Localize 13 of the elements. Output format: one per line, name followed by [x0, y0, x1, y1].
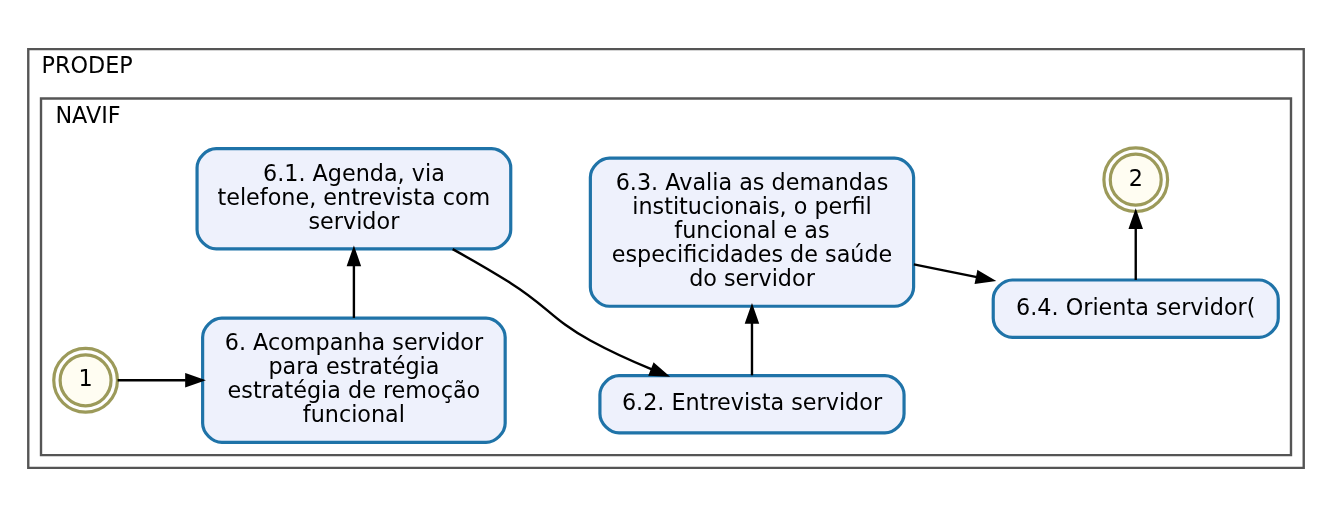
arrow: [117, 373, 206, 388]
node-box: 6.3. Avalia as demandas institucionais, o perfil funcional e as especificidades de saúde do servidor: [588, 156, 916, 308]
node-circle: 2: [1102, 146, 1170, 214]
node-circle: 1: [52, 346, 120, 414]
node-box: 6. Acompanha servidor para estratégia estratégia de remoção funcional: [201, 316, 507, 444]
node-box: 6.2. Entrevista servidor: [598, 373, 906, 435]
arrow: [744, 302, 760, 376]
arrow: [452, 248, 671, 377]
arrow: [346, 245, 362, 318]
arrow: [1128, 208, 1143, 280]
node-box: 6.1. Agenda, via telefone, entrevista com servidor: [195, 147, 513, 251]
arrow: [913, 263, 997, 284]
node-box: 6.4. Orienta servidor(: [991, 278, 1280, 339]
